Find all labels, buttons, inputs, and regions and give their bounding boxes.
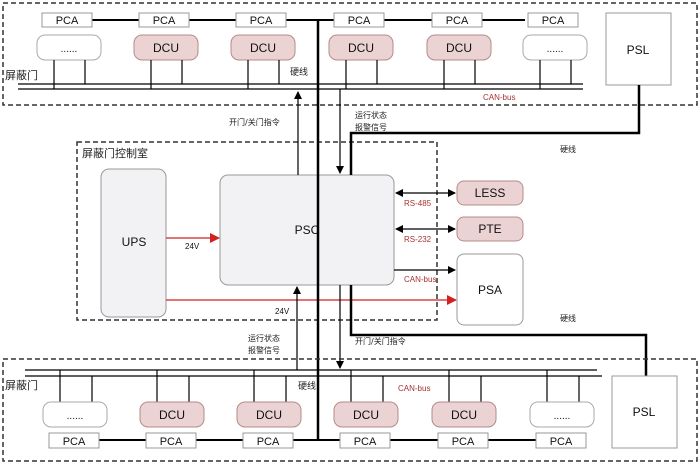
top-pca-box[interactable] xyxy=(235,12,287,28)
top-pca-box[interactable] xyxy=(527,12,579,28)
bottom-platform-door-group xyxy=(2,358,698,462)
ups-to-psc-voltage: 24V xyxy=(185,242,200,251)
top-dcu-label: DCU xyxy=(348,41,374,55)
bottom-pca-box[interactable] xyxy=(48,432,100,449)
bottom-more-label: ...... xyxy=(554,411,571,422)
control-room-label: 屏蔽门控制室 xyxy=(82,146,148,160)
ups-box[interactable] xyxy=(100,168,167,318)
top-psl-hardwire xyxy=(349,85,641,175)
rs232-label: RS-232 xyxy=(404,235,432,244)
top-dcu-label: DCU xyxy=(250,41,276,55)
bottom-dcu-label: DCU xyxy=(451,408,477,422)
top-dcu-label: DCU xyxy=(153,41,179,55)
bottom-more-box[interactable] xyxy=(529,401,595,428)
top-more-label: ...... xyxy=(61,44,78,55)
bottom-psl-box[interactable] xyxy=(611,375,678,449)
ups-to-bottom-voltage: 24V xyxy=(275,307,290,316)
top-status-label-2: 报警信号 xyxy=(355,122,387,132)
top-pca-box[interactable] xyxy=(138,12,190,28)
top-pca-label: PCA xyxy=(348,15,371,27)
top-pca-label: PCA xyxy=(153,15,176,27)
rs485-label: RS-485 xyxy=(404,199,432,208)
bottom-dcu-label: DCU xyxy=(159,408,185,422)
top-more-box[interactable] xyxy=(522,34,588,61)
bottom-status-label-1: 运行状态 xyxy=(248,333,280,343)
bottom-dcu-box[interactable] xyxy=(236,401,302,428)
bottom-dcu-box[interactable] xyxy=(333,401,399,428)
psc-box[interactable] xyxy=(219,174,395,286)
bottom-pca-label: PCA xyxy=(550,436,573,448)
top-command-label: 开门/关门指令 xyxy=(229,117,280,127)
top-group-label: 屏蔽门 xyxy=(5,68,38,82)
top-pca-label: PCA xyxy=(250,15,273,27)
bottom-pca-label: PCA xyxy=(63,436,86,448)
bottom-pca-box[interactable] xyxy=(145,432,197,449)
top-pca-box[interactable] xyxy=(41,12,93,28)
right-hardwire-label-bottom: 硬线 xyxy=(560,313,576,323)
top-dcu-box[interactable] xyxy=(230,34,296,61)
bottom-pca-box[interactable] xyxy=(242,432,294,449)
bottom-psl-label: PSL xyxy=(633,405,656,419)
canbus-psa-label: CAN-bus xyxy=(404,275,436,284)
bottom-pca-box[interactable] xyxy=(535,432,587,449)
top-status-label-1: 运行状态 xyxy=(355,110,387,120)
bottom-canbus-label: CAN-bus xyxy=(398,384,430,393)
pte-box[interactable] xyxy=(456,216,524,242)
bottom-more-box[interactable] xyxy=(42,401,108,428)
bottom-more-label: ...... xyxy=(67,411,84,422)
top-pca-label: PCA xyxy=(446,15,469,27)
pte-label: PTE xyxy=(478,222,501,236)
bottom-dcu-label: DCU xyxy=(256,408,282,422)
top-dcu-box[interactable] xyxy=(426,34,492,61)
bottom-psl-hardwire xyxy=(349,285,648,376)
bottom-dcu-box[interactable] xyxy=(139,401,205,428)
top-psl-label: PSL xyxy=(627,43,650,57)
top-more-label: ...... xyxy=(547,44,564,55)
ups-label: UPS xyxy=(122,235,147,249)
bottom-status-label-2: 报警信号 xyxy=(248,345,280,355)
top-dcu-box[interactable] xyxy=(328,34,394,61)
top-dcu-label: DCU xyxy=(446,41,472,55)
less-label: LESS xyxy=(475,186,506,200)
top-dcu-box[interactable] xyxy=(133,34,199,61)
top-pca-label: PCA xyxy=(542,15,565,27)
top-platform-door-group xyxy=(2,2,698,106)
bottom-pca-box[interactable] xyxy=(437,432,489,449)
bottom-group-label: 屏蔽门 xyxy=(5,378,38,392)
top-pca-box[interactable] xyxy=(431,12,483,28)
bottom-pca-label: PCA xyxy=(160,436,183,448)
bottom-dcu-box[interactable] xyxy=(431,401,497,428)
top-pca-label: PCA xyxy=(56,15,79,27)
top-more-box[interactable] xyxy=(36,34,102,61)
top-hardwire-label: 硬线 xyxy=(290,66,308,78)
psa-box[interactable] xyxy=(456,253,524,326)
less-box[interactable] xyxy=(456,180,524,206)
top-canbus-label: CAN-bus xyxy=(483,93,515,102)
bottom-pca-box[interactable] xyxy=(339,432,391,449)
bottom-pca-label: PCA xyxy=(257,436,280,448)
top-pca-box[interactable] xyxy=(333,12,385,28)
bottom-pca-label: PCA xyxy=(452,436,475,448)
right-hardwire-label-top: 硬线 xyxy=(560,144,576,154)
bottom-dcu-label: DCU xyxy=(353,408,379,422)
bottom-pca-label: PCA xyxy=(354,436,377,448)
bottom-hardwire-label: 硬线 xyxy=(298,380,316,392)
psa-label: PSA xyxy=(478,283,502,297)
bottom-command-label: 开门/关门指令 xyxy=(355,336,406,346)
psc-label: PSC xyxy=(295,223,320,237)
